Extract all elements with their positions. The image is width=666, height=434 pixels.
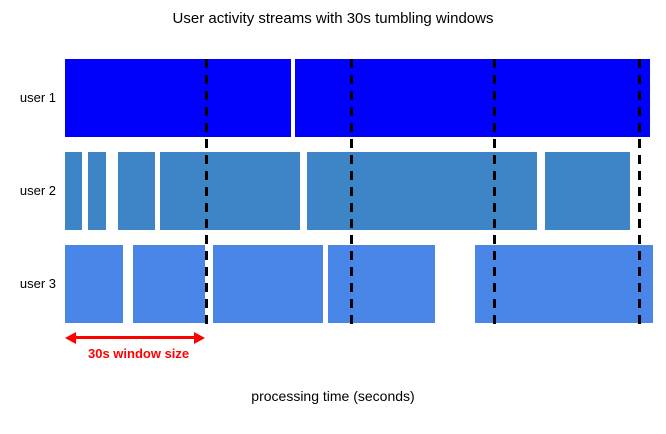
activity-segment <box>213 245 323 323</box>
window-boundary-line <box>350 59 353 324</box>
activity-segment <box>65 152 82 230</box>
activity-segment <box>133 245 205 323</box>
arrow-left-head-icon <box>65 331 76 344</box>
arrow-shaft <box>71 336 199 339</box>
activity-segment <box>328 245 435 323</box>
row-label-user-1: user 1 <box>19 90 56 105</box>
activity-segment <box>118 152 155 230</box>
x-axis-label: processing time (seconds) <box>251 388 415 404</box>
activity-segment <box>160 152 300 230</box>
figure-title: User activity streams with 30s tumbling … <box>172 10 494 27</box>
row-label-user-3: user 3 <box>19 276 56 291</box>
activity-segment <box>65 245 123 323</box>
activity-segment <box>545 152 630 230</box>
activity-segment <box>295 59 650 137</box>
activity-segment <box>475 245 653 323</box>
window-boundary-line <box>493 59 496 324</box>
activity-segment <box>88 152 106 230</box>
activity-segment <box>65 59 291 137</box>
window-boundary-line <box>205 59 208 324</box>
arrow-right-head-icon <box>194 331 205 344</box>
window-boundary-line <box>638 59 641 324</box>
activity-segment <box>307 152 537 230</box>
row-label-user-2: user 2 <box>19 183 56 198</box>
window-size-label: 30s window size <box>88 346 190 361</box>
